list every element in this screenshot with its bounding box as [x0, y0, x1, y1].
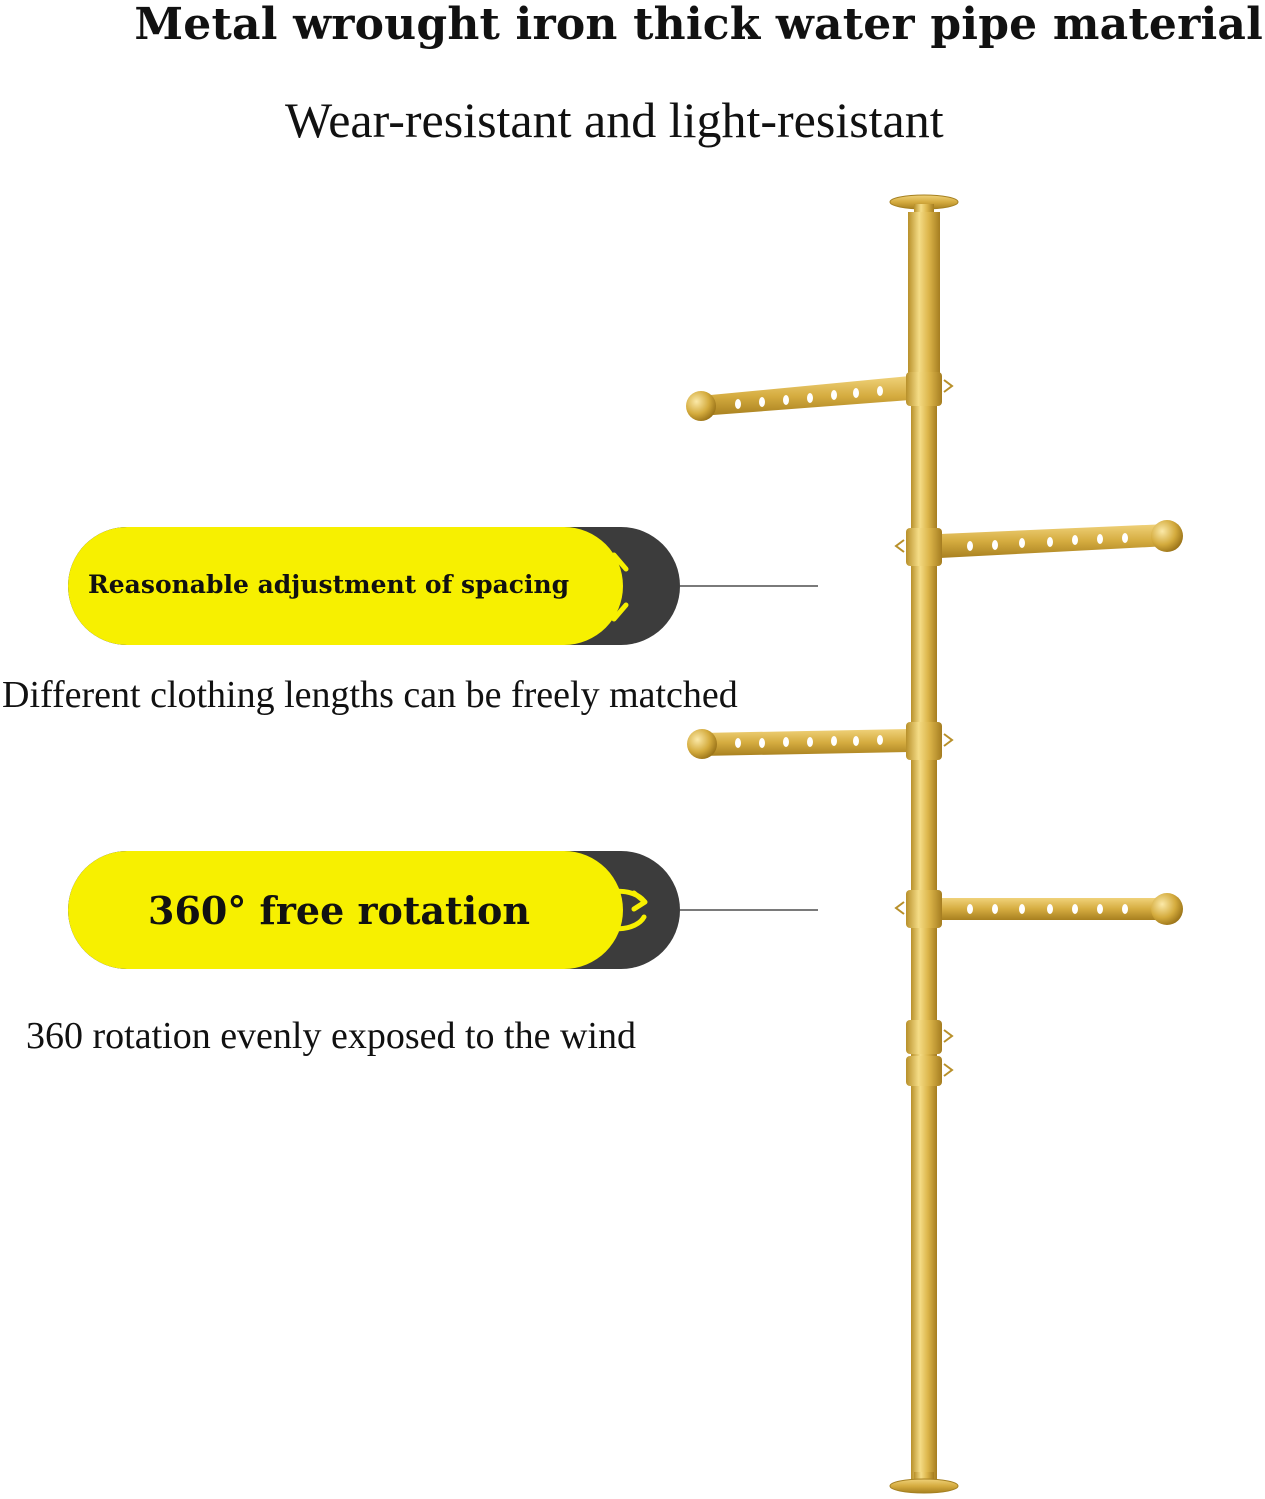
pill-highlight: [68, 851, 623, 969]
page-subtitle: Wear-resistant and light-resistant: [285, 92, 944, 148]
feature-description-rotation: 360 rotation evenly exposed to the wind: [26, 1015, 636, 1057]
hanger-arm: [894, 890, 1183, 928]
ceiling-plate: [889, 194, 959, 214]
connector-line: [680, 909, 818, 911]
hanger-arm: [687, 722, 954, 760]
rotate-arrows-icon: [588, 888, 648, 932]
pill-highlight: [68, 527, 623, 645]
spare-clamp: [906, 1020, 954, 1086]
page-title: Metal wrought iron thick water pipe mate…: [134, 0, 1263, 50]
feature-label-spacing: Reasonable adjustment of spacing: [88, 570, 570, 599]
feature-label-rotation: 360° free rotation: [148, 888, 531, 933]
feature-pill-spacing: Reasonable adjustment of spacing: [68, 527, 680, 645]
hanger-arm: [894, 520, 1183, 566]
vertical-double-arrow-icon: [599, 552, 629, 622]
floor-plate: [889, 1472, 959, 1494]
feature-description-spacing: Different clothing lengths can be freely…: [2, 674, 738, 716]
upper-tube: [908, 212, 940, 392]
feature-pill-rotation: 360° free rotation: [68, 851, 680, 969]
hanger-arm: [686, 372, 954, 421]
connector-line: [680, 585, 818, 587]
